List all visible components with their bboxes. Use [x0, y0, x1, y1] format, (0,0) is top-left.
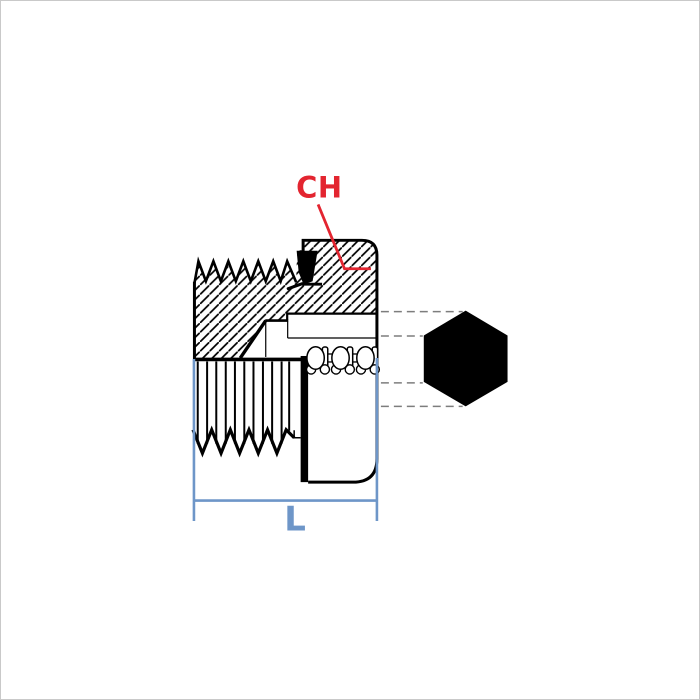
plug-body: [300, 238, 379, 484]
internal-hex-socket: [238, 312, 377, 359]
length-dimension: L: [192, 357, 379, 538]
lower-thread-view: [191, 357, 302, 458]
o-ring-seal: [286, 250, 318, 291]
dimension-label-l: L: [284, 499, 306, 538]
scallop-1: [305, 345, 331, 375]
wrench-size-callout: CH: [296, 170, 371, 271]
sectioned-body-hatching: [194, 239, 377, 360]
external-thread-section: [192, 256, 298, 359]
scallop-2: [330, 345, 356, 375]
scallop-3: [355, 345, 381, 375]
hex-socket-scallops: [305, 345, 381, 375]
projection-dashed-lines: [380, 310, 463, 408]
callout-label-ch: CH: [296, 170, 342, 204]
callout-leader-line: [316, 203, 371, 271]
hex-across-flats-profile: [423, 310, 508, 407]
